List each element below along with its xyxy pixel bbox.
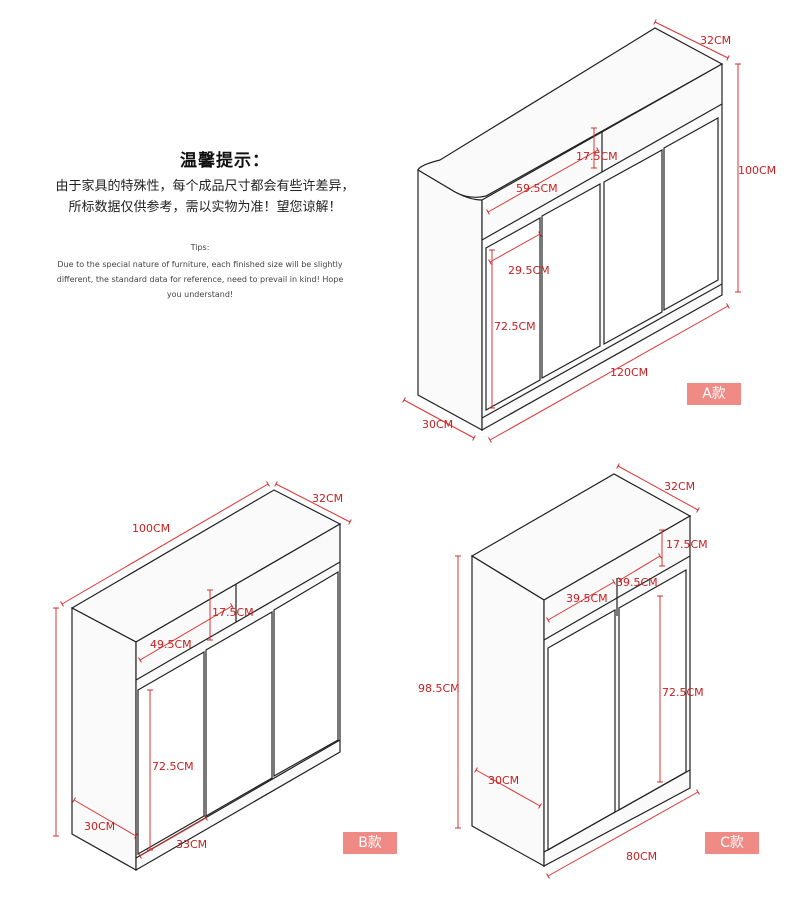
b-depth-bottom-label: 30CM — [84, 820, 115, 833]
a-height-label: 100CM — [738, 164, 776, 177]
c-door-height-label: 72.5CM — [662, 686, 704, 699]
cabinet-a-door-2 — [541, 182, 601, 380]
badge-c: C款 — [705, 832, 759, 854]
a-drawer-width-label: 59.5CM — [516, 182, 558, 195]
a-door-width-label: 29.5CM — [508, 264, 550, 277]
tips-text-cn: 由于家具的特殊性，每个成品尺寸都会有些许差异，所标数据仅供参考，需以实物为准！望… — [55, 179, 355, 215]
c-drawer-width-right-label: 39.5CM — [616, 576, 658, 589]
b-door-width-label: 33CM — [176, 838, 207, 851]
cabinet-a-side — [417, 168, 483, 432]
tips-text-en: Due to the special nature of furniture, … — [56, 260, 344, 299]
cabinet-b-dimensions — [53, 481, 352, 859]
a-door-height-label: 72.5CM — [494, 320, 536, 333]
cabinet-a-dimensions — [402, 19, 741, 443]
cabinet-b-door-2 — [205, 610, 273, 818]
b-width-label: 100CM — [132, 522, 170, 535]
b-door-height-label: 72.5CM — [152, 760, 194, 773]
c-drawer-width-left-label: 39.5CM — [566, 592, 608, 605]
c-depth-top-label: 32CM — [664, 480, 695, 493]
b-depth-top-label: 32CM — [312, 492, 343, 505]
cabinet-b-door-3 — [273, 570, 339, 778]
cabinet-a-door-1 — [485, 216, 541, 412]
c-depth-bottom-label: 30CM — [488, 774, 519, 787]
a-width-label: 120CM — [610, 366, 648, 379]
cabinet-b — [70, 489, 342, 872]
cabinet-c-side — [471, 554, 545, 868]
cabinet-c — [470, 473, 692, 868]
c-drawer-height-label: 17.5CM — [666, 538, 708, 551]
badge-a: A款 — [687, 383, 741, 405]
c-width-label: 80CM — [626, 850, 657, 863]
cabinet-c-dimensions — [455, 463, 700, 879]
tips-label-en: Tips: — [190, 243, 210, 252]
a-drawer-height-label: 17.5CM — [576, 150, 618, 163]
b-drawer-width-label: 49.5CM — [150, 638, 192, 651]
cabinet-a-door-4 — [663, 116, 719, 312]
cabinet-a — [417, 27, 724, 432]
a-depth-top-label: 32CM — [700, 34, 731, 47]
cabinet-a-door-3 — [603, 148, 663, 346]
c-height-label: 98.5CM — [418, 682, 460, 695]
cabinet-c-door-1 — [547, 608, 616, 852]
badge-b: B款 — [343, 832, 397, 854]
b-drawer-height-label: 17.5CM — [212, 606, 254, 619]
tips-title: 温馨提示： — [180, 151, 270, 171]
a-depth-bottom-label: 30CM — [422, 418, 453, 431]
